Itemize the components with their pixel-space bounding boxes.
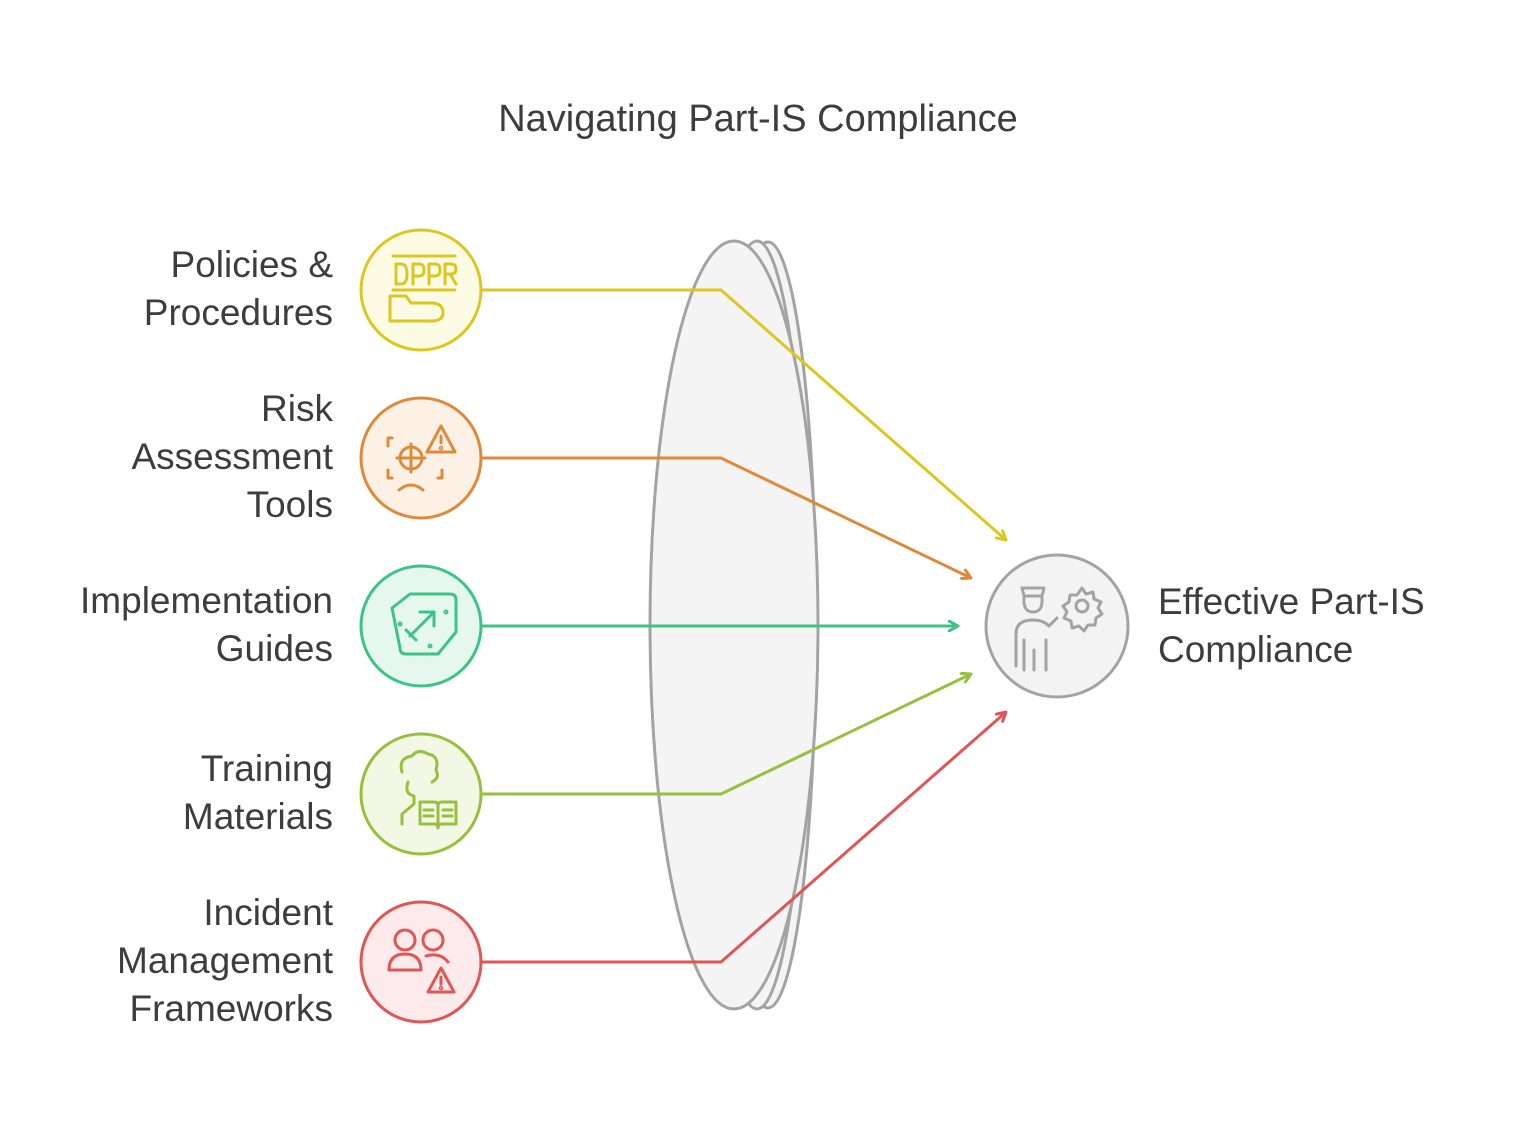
input-node-policies [359, 228, 483, 352]
input-node-training [359, 732, 483, 856]
guide-arrow-icon [390, 592, 458, 656]
page-title: Navigating Part-IS Compliance [498, 98, 1018, 140]
input-label-policies: Policies & Procedures [143, 244, 333, 333]
reading-person-icon [399, 749, 458, 830]
input-node-risk [359, 396, 483, 520]
arrow-risk [482, 456, 971, 578]
output-node [984, 553, 1130, 699]
arrow-policies [482, 288, 1006, 540]
officer-gear-icon [1014, 586, 1104, 672]
arrow-incident [482, 712, 1006, 964]
output-label: Effective Part-IS Compliance [1158, 581, 1425, 670]
input-label-implementation: Implementation Guides [80, 580, 333, 669]
input-label-risk: Risk Assessment Tools [131, 388, 333, 525]
input-node-implementation [359, 564, 483, 688]
arrow-training [482, 674, 971, 796]
risk-assessment-icon [386, 424, 457, 492]
input-label-training: Training Materials [182, 748, 333, 837]
input-node-incident [359, 900, 483, 1024]
input-label-incident: Incident Management Frameworks [117, 892, 333, 1029]
incident-people-warning-icon [387, 928, 456, 994]
gdpr-document-icon [388, 254, 458, 323]
